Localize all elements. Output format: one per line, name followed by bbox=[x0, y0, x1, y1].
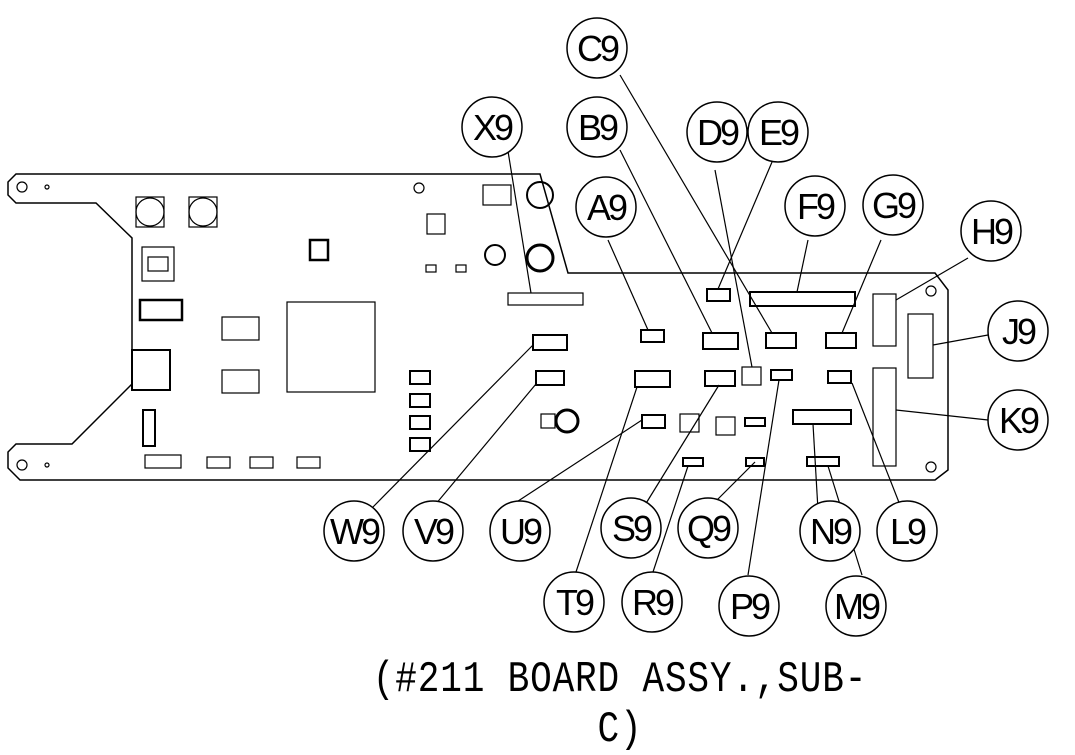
callout-J9: J9 bbox=[1002, 311, 1036, 352]
callout-A9: A9 bbox=[587, 187, 627, 228]
callout-X9: X9 bbox=[473, 107, 513, 148]
callout-W9: W9 bbox=[330, 511, 380, 552]
callout-G9: G9 bbox=[872, 185, 916, 226]
callout-C9: C9 bbox=[577, 28, 619, 69]
board-outline bbox=[7, 173, 949, 481]
callout-Q9: Q9 bbox=[687, 508, 731, 549]
callout-B9: B9 bbox=[578, 107, 618, 148]
callout-bubbles bbox=[323, 17, 1049, 637]
callout-V9: V9 bbox=[414, 511, 454, 552]
diagram-caption: (#211 BOARD ASSY.,SUB-C) bbox=[372, 655, 868, 755]
callout-D9: D9 bbox=[697, 112, 739, 153]
callout-K9: K9 bbox=[999, 400, 1039, 441]
callout-S9: S9 bbox=[612, 508, 652, 549]
callout-P9: P9 bbox=[730, 586, 770, 627]
callout-F9: F9 bbox=[797, 186, 835, 227]
callout-R9: R9 bbox=[632, 582, 674, 623]
callout-H9: H9 bbox=[971, 211, 1013, 252]
leader-lines bbox=[371, 74, 989, 576]
callout-M9: M9 bbox=[834, 586, 880, 627]
pcb-diagram: X9 C9 B9 D9 E9 A9 F9 G9 H9 J9 K9 L9 W9 V… bbox=[7, 17, 1049, 637]
callout-E9: E9 bbox=[759, 112, 799, 153]
callout-U9: U9 bbox=[500, 511, 542, 552]
callout-T9: T9 bbox=[556, 582, 594, 623]
callout-N9: N9 bbox=[810, 511, 852, 552]
callout-L9: L9 bbox=[890, 511, 926, 552]
